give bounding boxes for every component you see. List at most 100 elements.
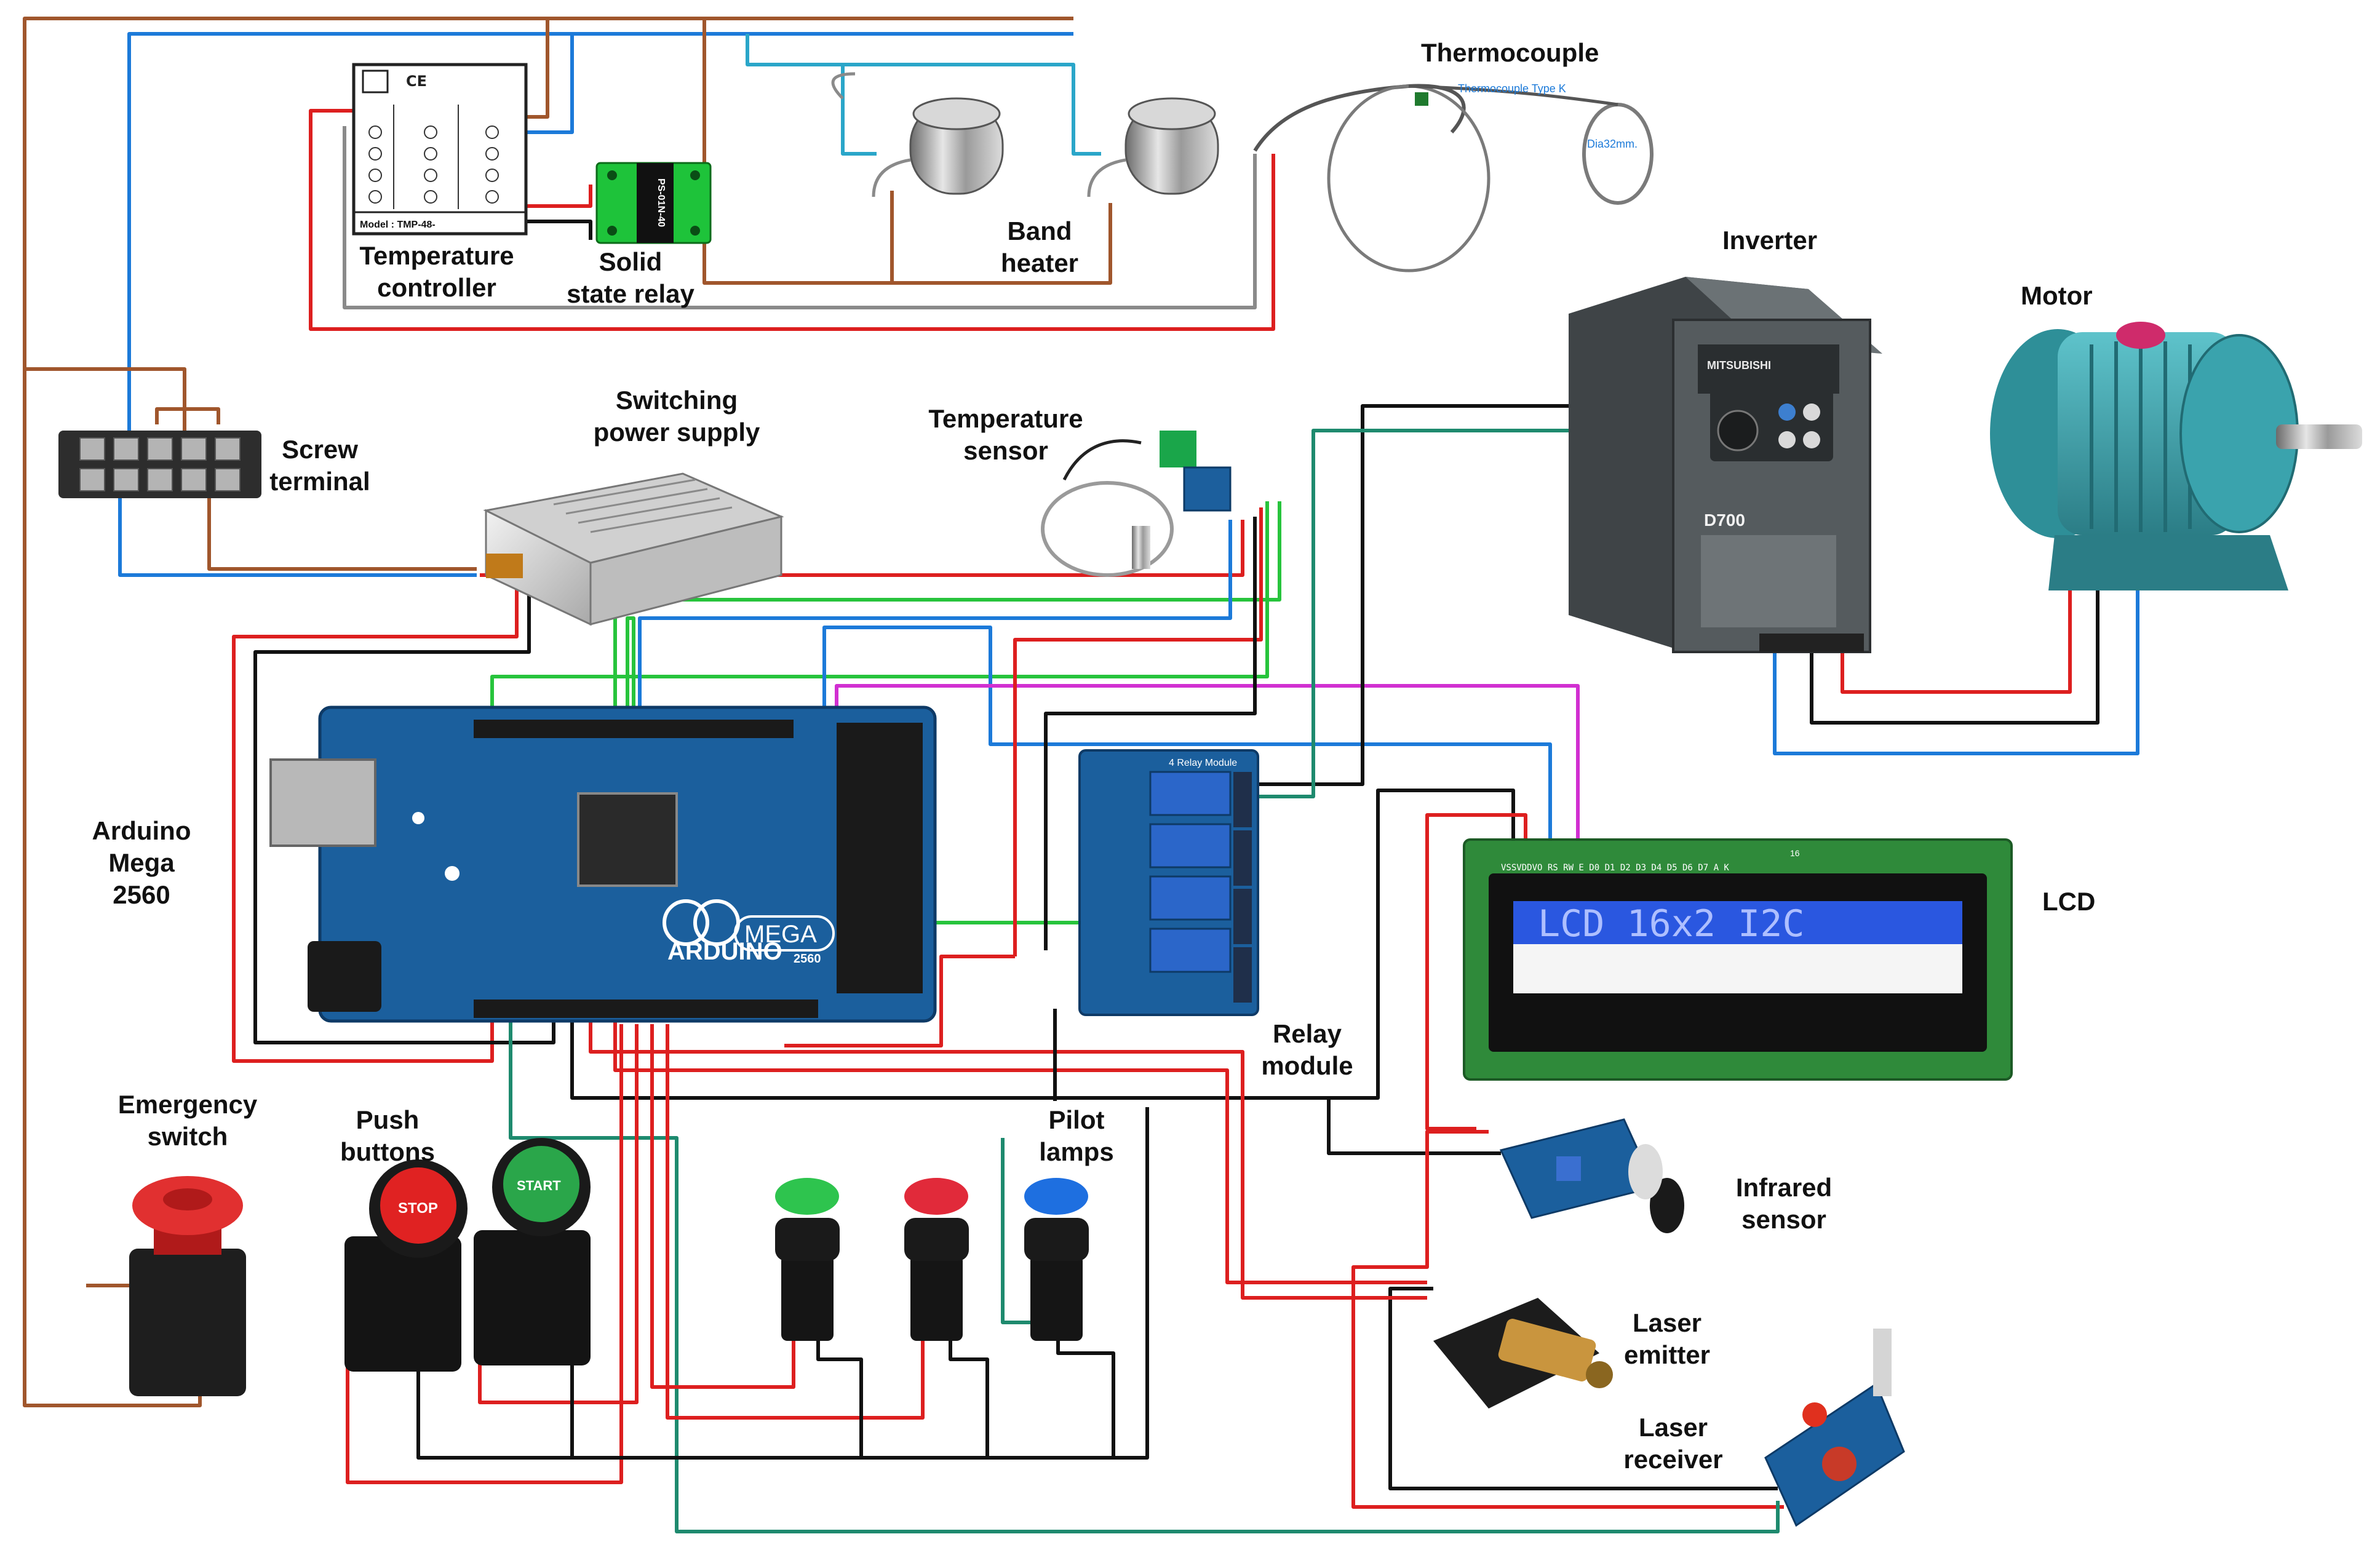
wire-magenta-lcd [835, 684, 1580, 852]
switching-power-supply-device [483, 472, 784, 626]
label-temperature-sensor-line1: Temperature [928, 404, 1083, 433]
label-infrared-sensor-line1: Infrared [1735, 1173, 1833, 1202]
wire-red-ir [1351, 1130, 1784, 1509]
pilot-lamp-green [775, 1178, 840, 1341]
wire-red-lcd [1425, 813, 1527, 1131]
laser-receiver-device [1764, 1329, 1905, 1527]
wire-black-lcd [570, 789, 1515, 1100]
wire-ac-brown-ssr [702, 18, 1112, 285]
lcd-screen-text: LCD 16x2 I2C [1538, 902, 1804, 945]
label-band-heater-line1: Band [1007, 217, 1072, 245]
lcd-display: VSSVDDVO RS RW E D0 D1 D2 D3 D4 D5 D6 D7… [1463, 838, 2013, 1081]
label-laser-emitter: Laser emitter [1615, 1307, 1719, 1371]
label-solid-state-relay-line1: Solid [599, 247, 663, 276]
stop-text: STOP [398, 1200, 438, 1217]
wire-black-lamp3 [1056, 1322, 1115, 1458]
wire-blue-sensor [638, 520, 1232, 723]
label-switching-power-supply-line2: power supply [593, 418, 760, 447]
thermocouple-probe: Thermocouple Type K Dia32mm. [1253, 82, 1654, 272]
label-arduino-line1: Arduino [92, 816, 191, 845]
wire-ac-blue-heater [746, 34, 877, 156]
label-laser-emitter-line1: Laser [1632, 1308, 1702, 1337]
label-solid-state-relay-line2: state relay [567, 279, 694, 308]
label-pilot-lamps-line2: lamps [1039, 1137, 1114, 1166]
label-temperature-controller-line1: Temperature [359, 241, 514, 270]
wire-black-inverter [1243, 404, 1575, 786]
band-heater-1 [831, 72, 1004, 197]
stop-button-device: STOP [344, 1159, 468, 1372]
inverter-device: MITSUBISHI D700 [1569, 277, 1882, 653]
label-infrared-sensor-line2: sensor [1741, 1205, 1826, 1234]
label-temperature-sensor: Temperature sensor [926, 403, 1086, 467]
wire-black-relay [1044, 517, 1257, 950]
label-push-buttons: Push buttons [335, 1104, 440, 1168]
wire-motor-red [1841, 541, 2072, 694]
infrared-sensor-device [1499, 1118, 1684, 1233]
label-inverter-line1: Inverter [1722, 226, 1818, 255]
wire-dc-red-main [232, 581, 519, 1063]
screw-terminal-block [58, 431, 261, 498]
emergency-switch-device [129, 1176, 246, 1396]
wire-red-relay-vcc [1013, 507, 1263, 956]
label-arduino-line2: Mega [108, 848, 175, 877]
label-screw-terminal: Screw terminal [268, 434, 372, 498]
wire-thermo-gray [343, 126, 1257, 309]
label-push-buttons-line2: buttons [340, 1137, 435, 1166]
label-inverter: Inverter [1722, 225, 1817, 256]
wire-teal-receiver [509, 1021, 1780, 1533]
solid-state-relay: PS-01N-40 [595, 162, 712, 244]
controller-model-text: Model : TMP-48- [360, 220, 436, 230]
label-switching-power-supply-line1: Switching [615, 386, 738, 415]
label-pilot-lamps: Pilot lamps [1024, 1104, 1129, 1168]
svg-text:CE: CE [406, 73, 427, 90]
wire-blue-terminal-psu [118, 486, 477, 577]
start-text: START [517, 1178, 561, 1193]
wire-black-ir [1327, 1098, 1501, 1155]
wire-teal-inverter [1240, 429, 1599, 798]
wire-black-laser [1388, 1287, 1778, 1490]
wire-motor-black [1810, 541, 2099, 725]
wire-ssr-black [523, 220, 592, 240]
laser-emitter-device [1433, 1298, 1613, 1409]
label-relay-module-line2: module [1261, 1051, 1353, 1080]
relay-module-title-text: 4 Relay Module [1169, 758, 1237, 768]
label-temperature-sensor-line2: sensor [963, 436, 1048, 465]
label-laser-receiver-line1: Laser [1638, 1413, 1708, 1442]
wire-red-relay-vcc2 [784, 955, 1015, 1047]
pilot-lamp-red [904, 1178, 969, 1341]
band-heater-2 [1087, 97, 1219, 197]
label-laser-receiver: Laser receiver [1618, 1412, 1729, 1476]
inverter-model-text: D700 [1704, 511, 1745, 530]
label-pilot-lamps-line1: Pilot [1048, 1105, 1105, 1134]
wire-green-d13 [490, 501, 1269, 723]
wire-red-stop [346, 1024, 623, 1484]
label-laser-receiver-line2: receiver [1623, 1445, 1723, 1474]
label-motor: Motor [2021, 280, 2093, 312]
start-button-device: START [474, 1138, 591, 1365]
motor-device [1990, 322, 2362, 590]
thermocouple-dia-text: Dia32mm. [1587, 138, 1638, 150]
lcd-pin16-text: 16 [1790, 848, 1800, 858]
label-lcd-line1: LCD [2042, 887, 2096, 916]
wire-red-lamp1 [650, 1024, 795, 1389]
pilot-lamp-blue [1024, 1178, 1089, 1341]
wire-red-laser [589, 1021, 1427, 1300]
wire-ac-cyan-heater2 [843, 63, 1101, 156]
wire-red-ir-signal [613, 1021, 1427, 1284]
label-solid-state-relay: Solid state relay [563, 246, 698, 310]
label-band-heater-line2: heater [1000, 248, 1079, 277]
label-laser-emitter-line2: emitter [1623, 1340, 1711, 1369]
arduino-board-text: MEGA [744, 921, 817, 948]
wires [23, 17, 2139, 1533]
ssr-model-text: PS-01N-40 [656, 178, 666, 227]
label-band-heater: Band heater [990, 215, 1089, 279]
wire-teal-lamp3 [1001, 1138, 1033, 1324]
label-thermocouple: Thermocouple [1421, 37, 1599, 69]
thermocouple-type-text: Thermocouple Type K [1458, 82, 1566, 95]
wire-ac-brown-ssr2 [704, 191, 894, 285]
label-relay-module: Relay module [1252, 1018, 1363, 1082]
label-screw-terminal-line2: terminal [269, 467, 370, 496]
label-temperature-controller-line2: controller [377, 273, 496, 302]
label-temperature-controller: Temperature controller [354, 240, 520, 304]
